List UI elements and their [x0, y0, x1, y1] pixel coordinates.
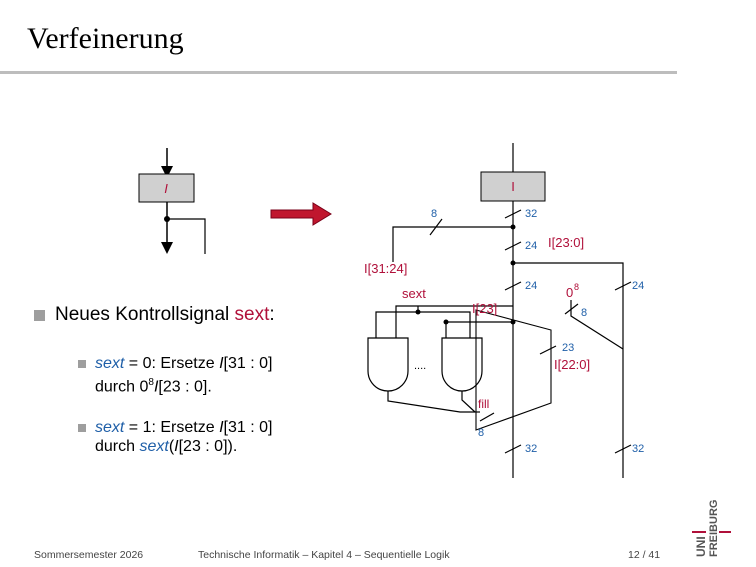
junction-upper — [510, 224, 516, 230]
bullet-square-icon — [78, 424, 86, 433]
and-gate-left — [367, 337, 409, 392]
signal-label: fill — [478, 397, 489, 411]
junction-sext — [415, 309, 421, 315]
bullet-square-icon — [78, 360, 86, 368]
bus-slash-32 — [504, 209, 522, 219]
upper-byte-wire — [392, 226, 513, 262]
bus-slash-32-br — [614, 444, 632, 454]
width-label: 8 — [431, 208, 437, 220]
width-label: 32 — [525, 443, 537, 455]
multiplexer-box — [475, 309, 552, 431]
gate-ellipsis: .... — [414, 360, 426, 372]
junction-right — [510, 260, 516, 266]
width-label: 32 — [525, 208, 537, 220]
signal-label: sext — [402, 286, 426, 301]
bus-slash-fill — [479, 412, 495, 422]
width-label: 32 — [632, 443, 644, 455]
and-gate-right — [441, 337, 483, 392]
width-label: 8 — [478, 427, 484, 439]
width-label: 24 — [632, 280, 644, 292]
right-branch-wire — [513, 262, 624, 478]
sub-bullet: sext = 0: Ersetze I[31 : 0] durch 08I[23… — [78, 354, 354, 396]
left-branch-wire — [167, 218, 206, 254]
fill-wire-right — [461, 391, 476, 413]
sext-bit-wire-2 — [445, 321, 513, 338]
bus-slash-23 — [539, 345, 557, 355]
junction-bit23-left — [443, 319, 449, 325]
svg-text:UNI: UNI — [694, 536, 708, 557]
fill-wire-left — [387, 391, 475, 413]
bullet-list: Neues Kontrollsignal sext: sext = 0: Ers… — [34, 304, 354, 456]
bullet-square-icon — [34, 309, 45, 321]
left-register — [138, 173, 195, 203]
right-register — [480, 171, 546, 202]
junction-bit23 — [510, 319, 516, 325]
signal-label: I[23] — [472, 301, 497, 316]
bus-slash-24c — [614, 281, 632, 291]
svg-text:FREIBURG: FREIBURG — [708, 500, 720, 557]
width-label: 24 — [525, 280, 537, 292]
sext-control-wire-2 — [418, 311, 471, 338]
right-register-label: I — [511, 179, 515, 194]
uni-freiburg-logo: UNI FREIBURG — [692, 500, 731, 557]
signal-label: I[22:0] — [554, 357, 590, 372]
left-register-label: I — [164, 181, 168, 196]
title-divider — [0, 71, 677, 74]
width-label: 23 — [562, 342, 574, 354]
signal-label: 0 — [566, 285, 573, 300]
sub-bullet: sext = 1: Ersetze I[31 : 0] durch sext(I… — [78, 418, 354, 456]
main-bullet: Neues Kontrollsignal sext: — [34, 304, 354, 326]
page-title: Verfeinerung — [27, 22, 184, 55]
signal-label: I[23:0] — [548, 235, 584, 250]
signal-label: 8 — [574, 282, 579, 292]
bus-slash-32-bl — [504, 444, 522, 454]
zero8-wire — [570, 300, 624, 350]
bus-slash-24b — [504, 281, 522, 291]
bus-slash-24a — [504, 241, 522, 251]
transform-arrow-icon — [270, 202, 332, 226]
sext-bit-wire-1 — [395, 305, 513, 338]
signal-name: sext — [234, 304, 270, 325]
sext-control-wire-1 — [375, 311, 418, 338]
signal-label: I[31:24] — [364, 261, 407, 276]
footer-page-number: 12 / 41 — [628, 549, 661, 561]
left-diagram: I — [138, 148, 206, 254]
bus-slash-8 — [429, 218, 443, 236]
footer-course: Technische Informatik – Kapitel 4 – Sequ… — [198, 549, 450, 561]
footer-semester: Sommersemester 2026 — [34, 549, 144, 561]
right-diagram-labels: 32 8 24 I[23:0] I[31:24] sext 24 0 8 8 2… — [364, 208, 644, 455]
width-label: 24 — [525, 240, 537, 252]
width-label: 8 — [581, 307, 587, 319]
